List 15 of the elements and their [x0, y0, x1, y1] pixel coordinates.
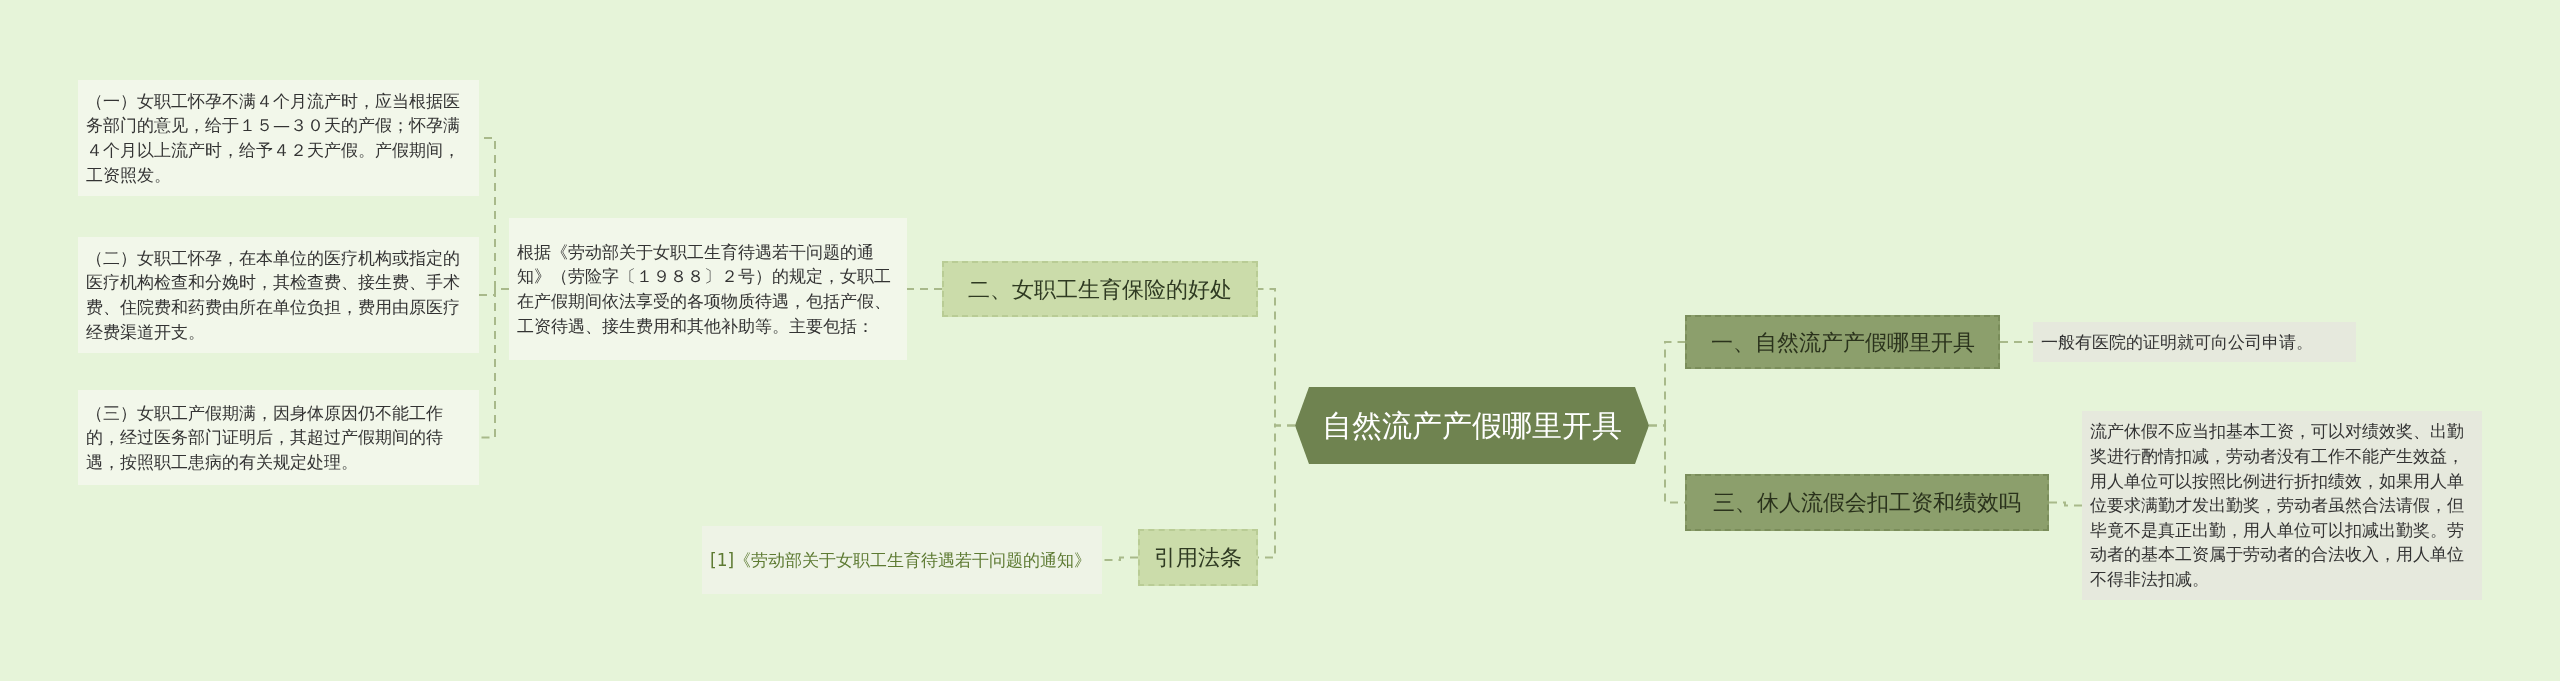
topic-box: 二、女职工生育保险的好处 [942, 261, 1258, 317]
note-box: 一般有医院的证明就可向公司申请。 [2033, 322, 2356, 362]
connector-line [2048, 501, 2083, 507]
note-box: 根据《劳动部关于女职工生育待遇若干问题的通知》（劳险字〔１９８８〕２号）的规定，女职工在产假期间依法享受的各项物质待遇，包括产假、工资待遇、接生费用和其他补助等。主要包括： [509, 218, 907, 360]
central-topic: 自然流产产假哪里开具 [1295, 387, 1649, 464]
note-box: （三）女职工产假期满，因身体原因仍不能工作的，经过医务部门证明后，其超过产假期间的待遇，按照职工患病的有关规定处理。 [78, 390, 479, 485]
topic-box: 一、自然流产产假哪里开具 [1685, 315, 2000, 369]
topic-box: 引用法条 [1138, 529, 1258, 586]
note-box: （二）女职工怀孕，在本单位的医疗机构或指定的医疗机构检查和分娩时，其检查费、接生费、手术费、住院费和药费由所在单位负担，费用由原医疗经费渠道开支。 [78, 237, 479, 353]
note-box: （一）女职工怀孕不满４个月流产时，应当根据医务部门的意见，给于１５—３０天的产假；怀孕满４个月以上流产时，给予４２天产假。产假期间，工资照发。 [78, 80, 479, 196]
reference-box: [1]《劳动部关于女职工生育待遇若干问题的通知》 [702, 526, 1102, 594]
note-box: 流产休假不应当扣基本工资，可以对绩效奖、出勤奖进行酌情扣减，劳动者没有工作不能产生效益，用人单位可以按照比例进行折扣绩效，如果用人单位要求满勤才发出勤奖，劳动者虽然合法请假，但毕竟不是真正出勤，用人单位可以扣减出勤奖。劳动者的基本工资属于劳动者的合法收入，用人单位不得非法扣减。 [2082, 411, 2482, 600]
connector-line [906, 288, 943, 290]
connector-line [1999, 341, 2034, 343]
topic-box: 三、休人流假会扣工资和绩效吗 [1685, 474, 2049, 531]
